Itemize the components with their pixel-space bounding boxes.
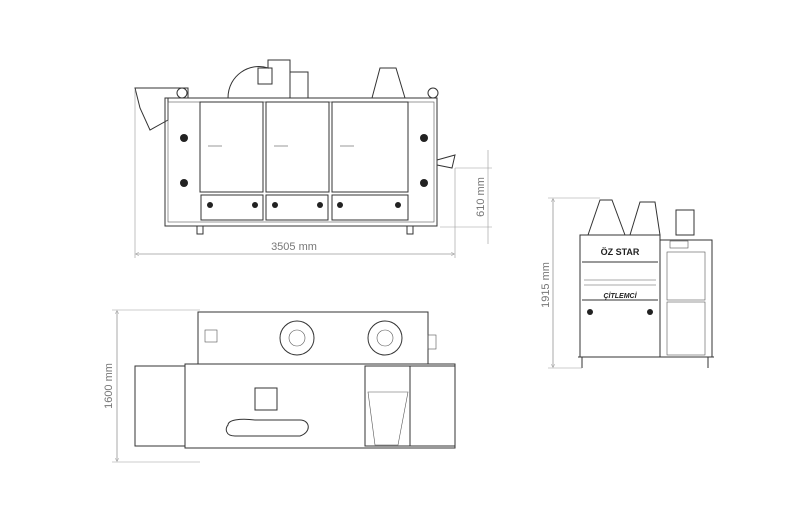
side-height-label: 1915 mm <box>540 262 552 308</box>
side-view: ÖZ STAR ÇİTLEMCİ <box>578 199 714 368</box>
top-depth-dimension: 1600 mm <box>103 309 200 463</box>
front-view <box>134 59 456 235</box>
front-height-dimension: 610 mm <box>440 150 492 244</box>
brand-logo: ÖZ STAR <box>601 247 640 257</box>
front-width-label: 3505 mm <box>271 241 317 253</box>
side-height-dimension: 1915 mm <box>540 197 600 369</box>
product-logo: ÇİTLEMCİ <box>603 292 637 300</box>
front-width-dimension: 3505 mm <box>134 90 456 258</box>
top-view <box>134 311 456 449</box>
top-depth-label: 1600 mm <box>103 363 115 409</box>
front-height-label: 610 mm <box>475 177 487 217</box>
